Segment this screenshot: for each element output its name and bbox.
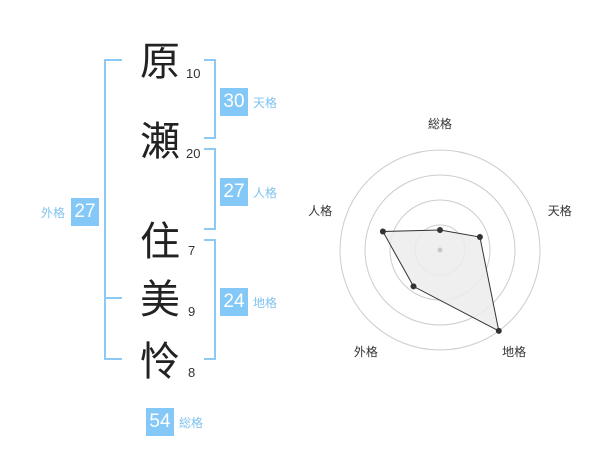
radar-point-5 bbox=[379, 228, 386, 235]
given-char-3: 怜 bbox=[140, 339, 180, 385]
surname-char-1: 原 bbox=[140, 39, 180, 85]
chikaku-value-badge: 24 bbox=[220, 288, 248, 316]
given-stroke-3: 8 bbox=[188, 365, 196, 380]
tenkaku-value-badge: 30 bbox=[220, 88, 248, 116]
radar-point-3 bbox=[495, 327, 502, 334]
radar-axis-label: 総格 bbox=[427, 117, 453, 131]
radar-axis-label: 人格 bbox=[308, 204, 333, 219]
soukaku-value-badge: 54 bbox=[146, 408, 174, 436]
radar-ring bbox=[364, 174, 516, 326]
radar-axis-label: 天格 bbox=[547, 204, 572, 219]
soukaku-label: 総格 bbox=[179, 416, 204, 430]
jinkaku-label: 人格 bbox=[253, 186, 278, 200]
chikaku-label: 地格 bbox=[253, 296, 278, 310]
surname-stroke-1: 10 bbox=[186, 66, 201, 81]
given-char-1: 住 bbox=[140, 219, 180, 265]
radar-ring bbox=[339, 149, 541, 351]
given-char-2: 美 bbox=[140, 277, 180, 323]
radar-center-dot bbox=[437, 247, 443, 253]
gaikaku-label: 外格 bbox=[41, 206, 66, 220]
given-stroke-2: 9 bbox=[188, 304, 196, 319]
jinkaku-value-badge: 27 bbox=[220, 178, 248, 206]
surname-char-2: 瀬 bbox=[140, 119, 180, 165]
radar-point-1 bbox=[437, 227, 443, 233]
given-stroke-1: 7 bbox=[188, 243, 196, 258]
tenkaku-label: 天格 bbox=[253, 96, 278, 110]
gaikaku-value-badge: 27 bbox=[71, 198, 99, 226]
radar-axis-label: 外格 bbox=[353, 344, 378, 359]
radar-axis-label: 地格 bbox=[502, 344, 527, 359]
radar-point-2 bbox=[476, 234, 483, 240]
radar-series-area bbox=[382, 229, 500, 332]
surname-stroke-2: 20 bbox=[186, 146, 201, 161]
radar-point-4 bbox=[410, 283, 417, 290]
